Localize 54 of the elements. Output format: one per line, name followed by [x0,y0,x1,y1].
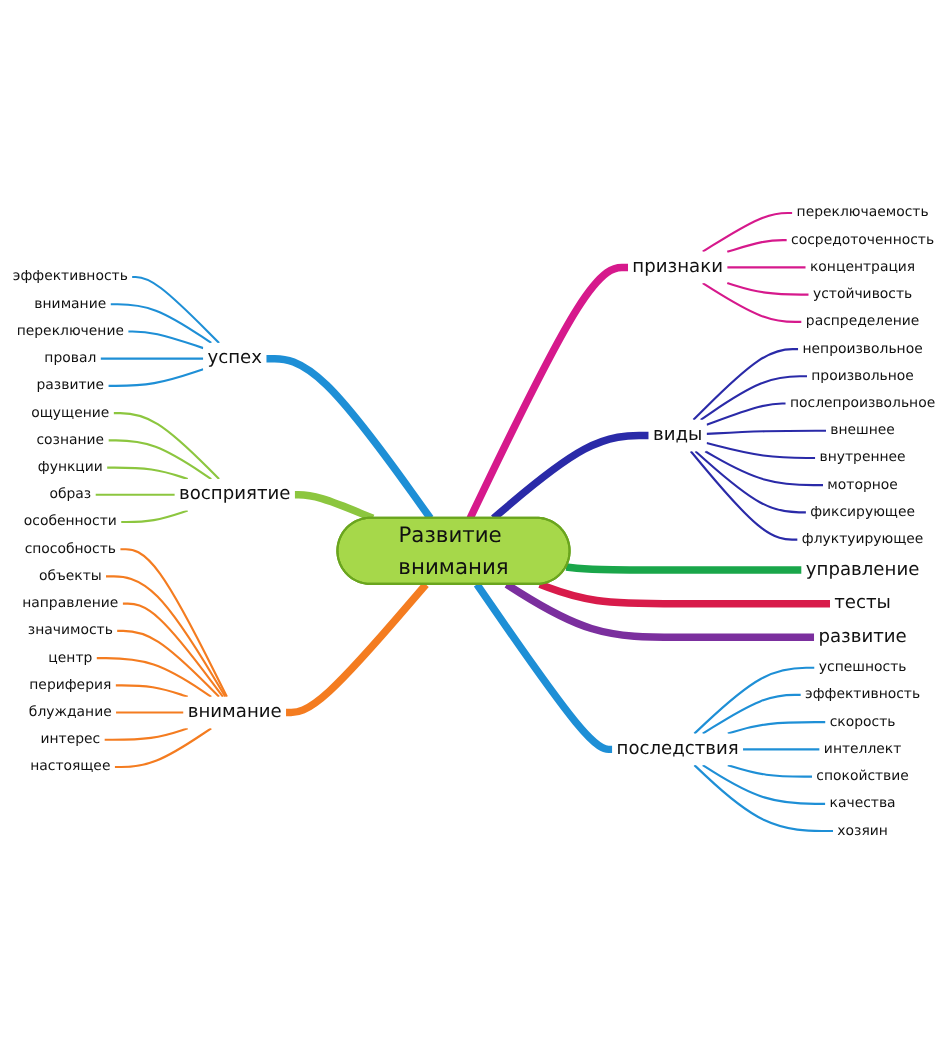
node-text: восприятие [179,483,291,505]
connector [694,450,806,514]
connector [702,211,793,253]
connector [727,764,813,778]
connector [473,582,613,754]
connector [700,375,807,421]
connector [286,582,429,717]
connector [114,727,212,769]
connector [727,721,826,735]
connector [108,439,212,480]
connector [538,580,830,608]
connector [266,354,434,521]
connector [128,330,204,350]
connector [104,727,189,741]
connector [702,282,802,323]
connector [706,429,826,435]
node-text: признаки [632,255,723,278]
connector [743,748,820,751]
node-text: последствия [616,737,739,760]
connector [116,711,184,714]
connector [693,764,834,833]
connector [110,303,212,344]
connector [702,693,801,735]
connector [132,275,220,344]
connector [565,563,802,574]
connector [704,450,824,487]
node-text: тесты [834,592,891,614]
connector [294,491,375,522]
connector [726,281,809,296]
connector [726,239,787,253]
connector [727,266,806,269]
connector [115,684,189,698]
node-text: управление [805,558,920,580]
connector [100,357,204,360]
connector [121,509,189,524]
connector [706,402,786,426]
connector [689,450,798,541]
connector [117,629,220,698]
connector [702,764,826,805]
connector [504,581,815,642]
node-text: развитие [818,625,907,648]
connector [491,431,649,522]
connector [120,548,228,698]
connector [113,412,220,480]
connector [96,657,212,698]
connector [692,348,799,421]
connector [106,575,227,698]
connector [95,493,175,496]
connector [107,466,189,481]
connector [706,442,816,459]
connector [693,666,815,735]
node-text: успех [207,347,262,369]
connector [122,602,224,698]
connector [108,368,204,387]
